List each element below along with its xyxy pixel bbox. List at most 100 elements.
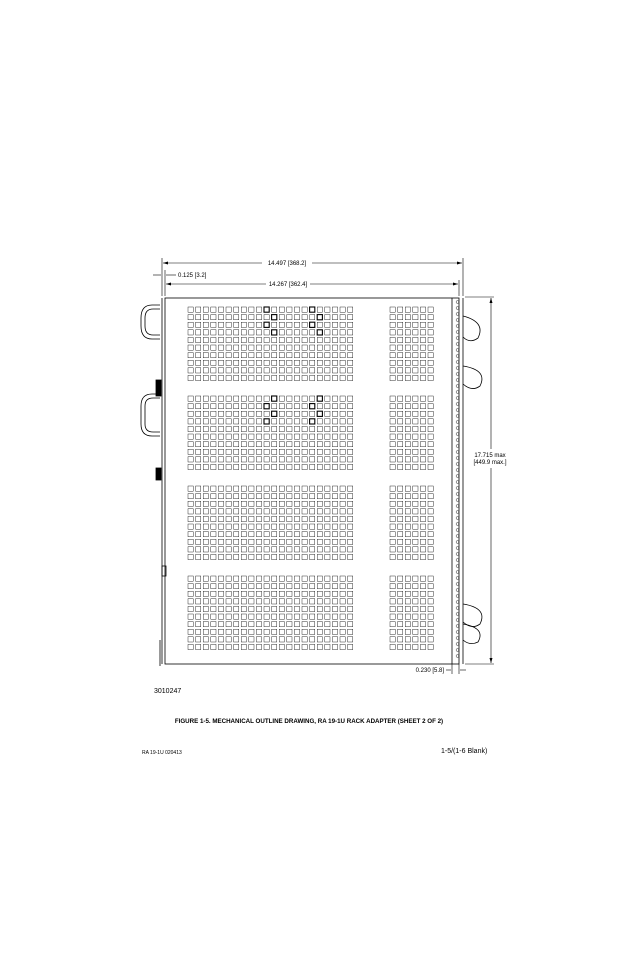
vent-hole — [412, 523, 419, 530]
connector-pin — [455, 654, 460, 658]
vent-hole — [412, 606, 419, 612]
vent-hole — [218, 337, 224, 343]
vent-hole — [301, 352, 308, 359]
vent-hole — [389, 411, 396, 417]
vent-hole — [309, 501, 316, 507]
vent-hole — [397, 375, 404, 381]
vent-hole — [405, 367, 411, 374]
vent-hole — [339, 546, 346, 553]
vent-hole — [301, 501, 308, 507]
vent-hole — [263, 411, 270, 417]
vent-hole — [210, 464, 217, 470]
vent-hole — [248, 531, 255, 537]
vent-hole — [218, 516, 224, 522]
vent-hole — [256, 375, 262, 381]
vent-hole — [332, 456, 338, 463]
vent-hole — [294, 531, 300, 537]
vent-hole — [218, 613, 224, 620]
vent-hole — [412, 306, 419, 313]
vent-hole — [248, 375, 255, 381]
vent-hole — [195, 426, 202, 432]
vent-hole — [233, 523, 240, 530]
vent-hole — [195, 575, 202, 582]
rack-adapter-outline — [140, 297, 483, 666]
vent-hole — [202, 575, 209, 582]
vent-hole — [347, 403, 354, 410]
vent-hole — [405, 629, 411, 635]
vent-hole — [279, 485, 285, 492]
vent-hole — [187, 449, 194, 455]
vent-hole — [202, 314, 209, 321]
vent-hole — [233, 367, 240, 374]
vent-hole — [210, 493, 217, 500]
vent-hole — [271, 598, 278, 605]
vent-hole — [294, 352, 300, 359]
vent-hole — [263, 321, 270, 328]
vent-hole — [263, 314, 270, 321]
vent-hole — [256, 501, 262, 507]
vent-hole — [195, 493, 202, 500]
vent-hole — [420, 360, 426, 366]
vent-hole — [286, 426, 293, 432]
vent-hole — [301, 629, 308, 635]
vent-hole — [301, 464, 308, 470]
vent-hole — [309, 516, 316, 522]
vent-hole — [187, 395, 194, 402]
vent-hole — [210, 441, 217, 448]
vent-hole — [397, 395, 404, 402]
vent-hole — [301, 583, 308, 589]
vent-hole — [202, 531, 209, 537]
vent-hole — [317, 613, 323, 620]
vent-hole — [233, 306, 240, 313]
vent-hole — [195, 322, 202, 328]
vent-hole — [412, 375, 419, 381]
vent-hole — [195, 606, 202, 612]
vent-hole — [339, 395, 346, 402]
vent-hole — [225, 352, 232, 359]
vent-hole — [218, 322, 224, 328]
vent-hole — [195, 329, 202, 336]
dimension-arrows — [163, 261, 493, 663]
vent-hole — [233, 539, 240, 545]
vent-hole — [233, 441, 240, 448]
vent-hole — [397, 554, 404, 560]
vent-hole — [332, 464, 338, 470]
vent-hole — [397, 546, 404, 553]
vent-hole — [332, 306, 338, 313]
vent-hole — [225, 644, 232, 650]
vent-hole — [225, 464, 232, 470]
vent-hole — [248, 485, 255, 492]
vent-hole — [301, 606, 308, 612]
vent-hole — [271, 583, 278, 589]
vent-hole — [225, 306, 232, 313]
vent-hole — [294, 329, 300, 336]
vent-hole — [397, 441, 404, 448]
vent-hole — [324, 606, 331, 612]
vent-hole — [240, 337, 247, 343]
vent-hole — [405, 523, 411, 530]
vent-hole — [309, 456, 316, 463]
vent-hole — [286, 322, 293, 328]
vent-hole — [210, 306, 217, 313]
vent-hole — [420, 322, 426, 328]
vent-hole — [286, 523, 293, 530]
vent-hole — [187, 352, 194, 359]
vent-hole — [256, 516, 262, 522]
vent-hole — [427, 329, 434, 336]
vent-hole — [279, 449, 285, 455]
vent-hole — [271, 314, 278, 321]
vent-hole — [210, 606, 217, 612]
vent-hole — [248, 352, 255, 359]
vent-hole — [248, 575, 255, 582]
vent-hole — [218, 375, 224, 381]
vent-hole — [210, 352, 217, 359]
vent-hole — [187, 314, 194, 321]
vent-hole — [279, 367, 285, 374]
connector-pin — [455, 534, 460, 538]
vent-hole — [225, 539, 232, 545]
vent-hole — [271, 403, 278, 410]
vent-hole — [256, 322, 262, 328]
vent-hole — [286, 613, 293, 620]
vent-hole — [427, 606, 434, 612]
vent-hole — [339, 613, 346, 620]
